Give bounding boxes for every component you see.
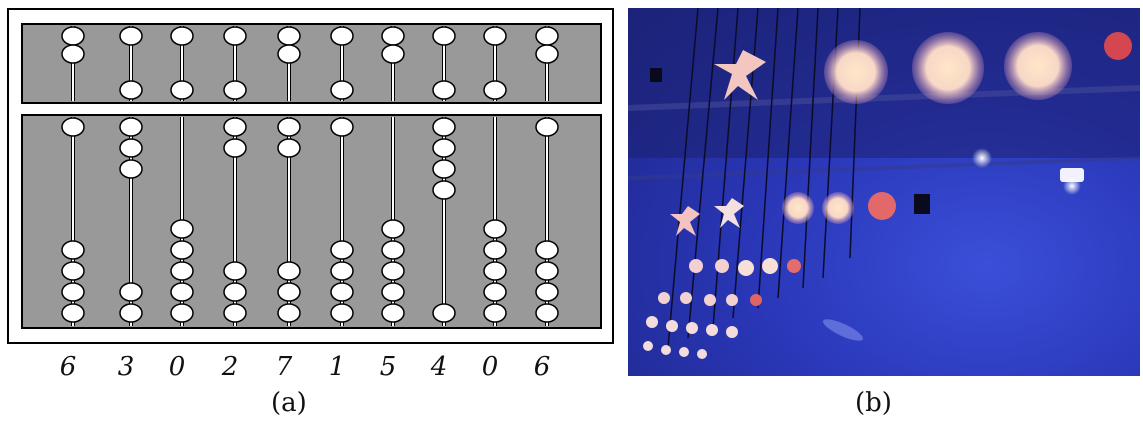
upper-bead bbox=[223, 80, 247, 100]
lower-bead bbox=[277, 117, 301, 137]
caption-b: (b) bbox=[855, 388, 892, 418]
lower-bead bbox=[277, 138, 301, 158]
upper-bead bbox=[119, 26, 143, 46]
photo-floor-reflection bbox=[822, 319, 864, 341]
abacus-digit-label: 0 bbox=[168, 352, 186, 382]
lower-bead bbox=[170, 219, 194, 239]
upper-bead bbox=[277, 26, 301, 46]
lower-bead bbox=[119, 117, 143, 137]
lower-bead bbox=[483, 219, 507, 239]
lower-bead bbox=[535, 282, 559, 302]
caption-a: (a) bbox=[271, 388, 307, 418]
abacus-digit-label: 6 bbox=[59, 352, 77, 382]
lower-bead bbox=[432, 303, 456, 323]
lower-bead bbox=[381, 261, 405, 281]
lower-bead bbox=[170, 240, 194, 260]
lower-bead bbox=[223, 261, 247, 281]
lower-bead bbox=[483, 303, 507, 323]
lower-bead bbox=[330, 117, 354, 137]
lower-bead bbox=[170, 282, 194, 302]
lower-bead bbox=[432, 138, 456, 158]
lower-bead bbox=[330, 240, 354, 260]
lower-bead bbox=[483, 282, 507, 302]
photo-beam bbox=[628, 156, 1140, 180]
upper-bead bbox=[119, 80, 143, 100]
lower-bead bbox=[381, 240, 405, 260]
lower-bead bbox=[223, 138, 247, 158]
lower-bead bbox=[277, 303, 301, 323]
lower-bead bbox=[61, 261, 85, 281]
upper-bead bbox=[483, 80, 507, 100]
lower-bead bbox=[381, 219, 405, 239]
lower-bead bbox=[119, 282, 143, 302]
upper-bead bbox=[381, 44, 405, 64]
abacus-digit-label: 5 bbox=[379, 352, 397, 382]
lower-bead bbox=[432, 159, 456, 179]
lower-bead bbox=[535, 261, 559, 281]
photo-illustration bbox=[628, 8, 1140, 359]
lower-bead bbox=[223, 117, 247, 137]
lower-bead bbox=[330, 261, 354, 281]
abacus-digit-label: 6 bbox=[533, 352, 551, 382]
lower-bead bbox=[170, 303, 194, 323]
abacus-lower-deck bbox=[21, 114, 602, 329]
lower-bead bbox=[535, 240, 559, 260]
upper-bead bbox=[432, 80, 456, 100]
upper-bead bbox=[170, 26, 194, 46]
lower-bead bbox=[61, 117, 85, 137]
abacus-digit-label: 7 bbox=[275, 352, 293, 382]
lower-bead bbox=[483, 240, 507, 260]
abacus-digit-label: 3 bbox=[117, 352, 135, 382]
lower-bead bbox=[61, 303, 85, 323]
photo-large-shells bbox=[714, 32, 1132, 104]
lower-bead bbox=[381, 303, 405, 323]
photo-mid-shells bbox=[670, 192, 896, 236]
abacus-rods bbox=[61, 26, 559, 326]
abacus-upper-deck bbox=[21, 23, 602, 104]
lower-bead bbox=[223, 303, 247, 323]
lower-bead bbox=[483, 261, 507, 281]
upper-bead bbox=[535, 26, 559, 46]
photo-ceiling-lights bbox=[650, 68, 1084, 214]
upper-bead bbox=[330, 80, 354, 100]
abacus-digit-label: 2 bbox=[221, 352, 239, 382]
upper-bead bbox=[170, 80, 194, 100]
lower-bead bbox=[277, 282, 301, 302]
lower-bead bbox=[330, 282, 354, 302]
upper-bead bbox=[61, 26, 85, 46]
lower-bead bbox=[535, 303, 559, 323]
lower-bead bbox=[170, 261, 194, 281]
upper-bead bbox=[381, 26, 405, 46]
abacus-digit-label: 1 bbox=[328, 352, 346, 382]
lower-bead bbox=[119, 303, 143, 323]
lower-bead bbox=[432, 117, 456, 137]
lower-bead bbox=[223, 282, 247, 302]
lower-bead bbox=[61, 240, 85, 260]
upper-bead bbox=[483, 26, 507, 46]
abacus-digit-label: 0 bbox=[481, 352, 499, 382]
abacus-diagram bbox=[7, 8, 614, 344]
upper-bead bbox=[223, 26, 247, 46]
upper-bead bbox=[277, 44, 301, 64]
lower-bead bbox=[535, 117, 559, 137]
upper-bead bbox=[432, 26, 456, 46]
lower-bead bbox=[61, 282, 85, 302]
lower-bead bbox=[119, 159, 143, 179]
upper-bead bbox=[61, 44, 85, 64]
abacus-photo bbox=[628, 8, 1140, 376]
lower-bead bbox=[381, 282, 405, 302]
upper-bead bbox=[535, 44, 559, 64]
lower-bead bbox=[432, 180, 456, 200]
photo-small-shells bbox=[643, 258, 801, 359]
upper-bead bbox=[330, 26, 354, 46]
lower-bead bbox=[330, 303, 354, 323]
lower-bead bbox=[277, 261, 301, 281]
abacus-digit-label: 4 bbox=[430, 352, 448, 382]
lower-bead bbox=[119, 138, 143, 158]
